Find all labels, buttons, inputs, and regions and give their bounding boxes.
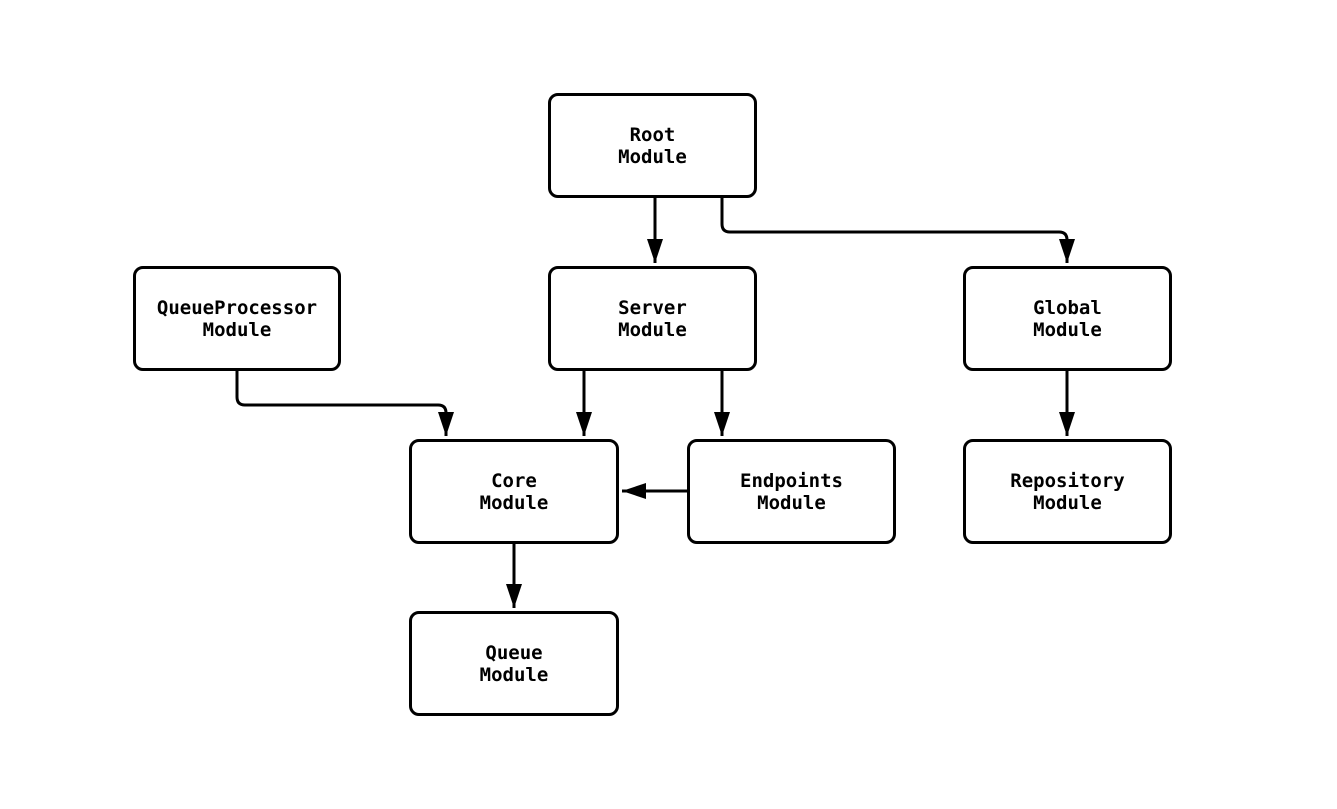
node-label-line: Module <box>1033 491 1102 514</box>
node-queue-module: Queue Module <box>409 611 619 716</box>
node-label-line: Module <box>479 491 549 514</box>
node-label-line: Endpoints <box>740 469 843 492</box>
node-root-module: Root Module <box>548 93 757 198</box>
edge-root-to-global <box>720 198 1075 263</box>
edge-queueprocessor-to-core <box>235 371 454 436</box>
node-label-line: QueueProcessor <box>156 296 318 319</box>
node-repository-module: Repository Module <box>963 439 1172 544</box>
node-label-line: Module <box>1033 318 1102 341</box>
node-label-line: Core <box>491 469 537 492</box>
node-label-line: Module <box>757 491 826 514</box>
node-label-line: Module <box>618 145 687 168</box>
node-label-line: Server <box>618 296 687 319</box>
node-label-line: Repository <box>1010 469 1125 492</box>
node-label-line: Root <box>629 123 676 146</box>
node-endpoints-module: Endpoints Module <box>687 439 896 544</box>
node-label-line: Module <box>202 318 272 341</box>
node-label-line: Module <box>479 663 549 686</box>
node-core-module: Core Module <box>409 439 619 544</box>
node-queueprocessor-module: QueueProcessor Module <box>133 266 341 371</box>
node-label-line: Module <box>618 318 687 341</box>
node-global-module: Global Module <box>963 266 1172 371</box>
node-label-line: Queue <box>485 641 543 664</box>
node-server-module: Server Module <box>548 266 757 371</box>
node-label-line: Global <box>1033 296 1102 319</box>
